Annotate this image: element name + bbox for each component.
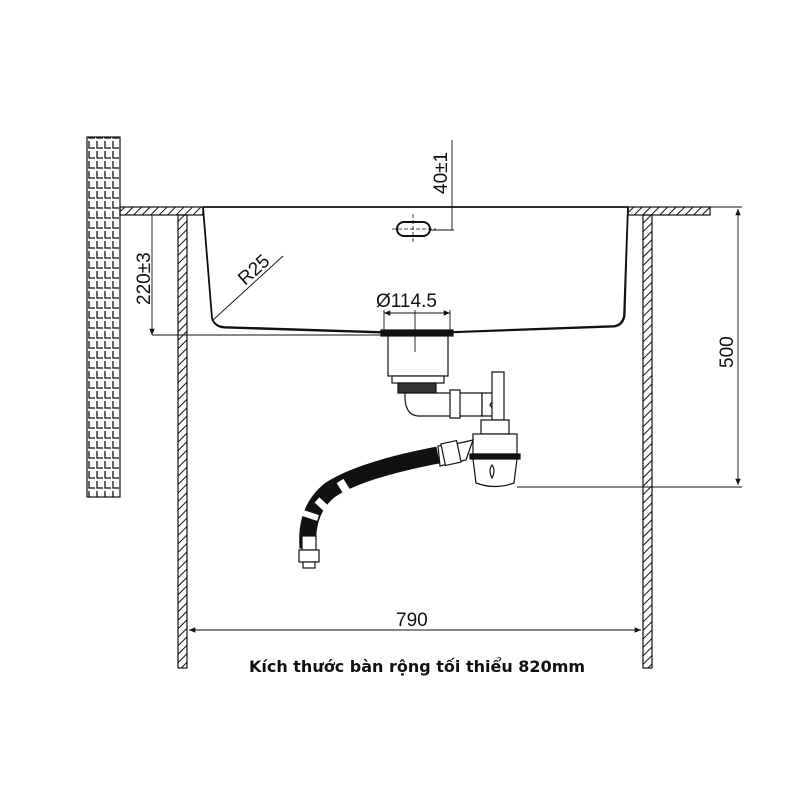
drain-assembly	[380, 329, 521, 488]
dimension-bowl-depth: 220±3	[134, 215, 385, 336]
wall	[86, 136, 121, 498]
svg-text:R25: R25	[234, 251, 274, 290]
svg-text:220±3: 220±3	[134, 252, 155, 305]
cabinet-left-panel	[177, 214, 188, 669]
dimension-inner-width: 790	[189, 610, 641, 633]
svg-text:500: 500	[717, 336, 738, 368]
svg-text:790: 790	[396, 610, 428, 631]
svg-text:40±1: 40±1	[431, 152, 452, 194]
dimension-total-height: 500	[517, 206, 742, 488]
overflow-slot	[392, 214, 436, 244]
dimension-40: 40±1	[430, 140, 454, 231]
cabinet-right-panel	[642, 214, 653, 669]
countertop	[119, 206, 711, 216]
dimension-radius: R25	[212, 251, 284, 321]
caption: Kích thước bàn rộng tối thiểu 820mm	[248, 657, 586, 676]
flexible-hose	[298, 446, 440, 569]
svg-text:Ø114.5: Ø114.5	[376, 291, 437, 312]
dimension-drain-diameter: Ø114.5	[376, 291, 451, 352]
